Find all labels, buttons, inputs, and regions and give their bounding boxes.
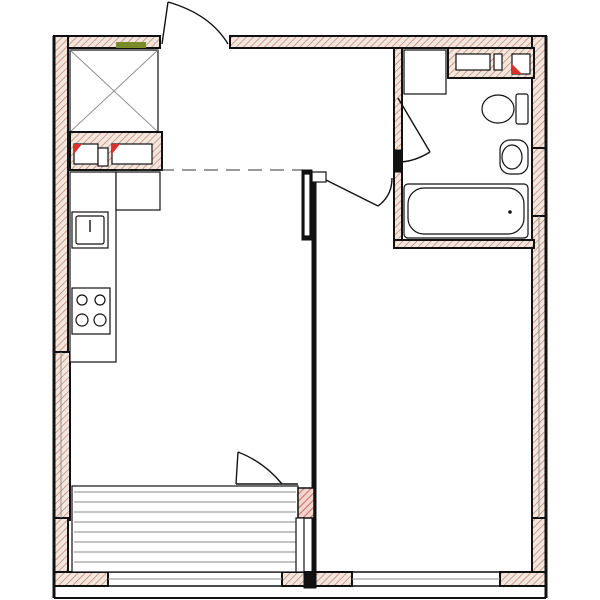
green-marker: [116, 42, 146, 48]
right-wall-window: [531, 147, 547, 217]
four-burner-cooktop: [71, 287, 111, 335]
partition-wall: [301, 169, 327, 589]
bedroom-door: [325, 177, 393, 207]
bottom-wall-middle: [281, 571, 353, 587]
left-wall-column: [53, 351, 71, 521]
bathtub: [403, 183, 529, 239]
kitchen-counter: [69, 171, 161, 363]
left-windows: [60, 216, 540, 518]
top-wall-right: [229, 35, 547, 49]
left-wall-upper: [53, 35, 69, 353]
ventilation-shaft: [69, 49, 163, 171]
bathroom: [393, 47, 535, 249]
entrance-door: [159, 1, 231, 48]
washbasin: [499, 139, 529, 175]
bottom-wall-left: [53, 571, 109, 587]
balcony: [71, 451, 315, 573]
bathroom-door: [397, 97, 431, 163]
bottom-wall-right: [499, 571, 547, 587]
balcony-door: [235, 451, 298, 485]
toilet: [481, 93, 529, 125]
